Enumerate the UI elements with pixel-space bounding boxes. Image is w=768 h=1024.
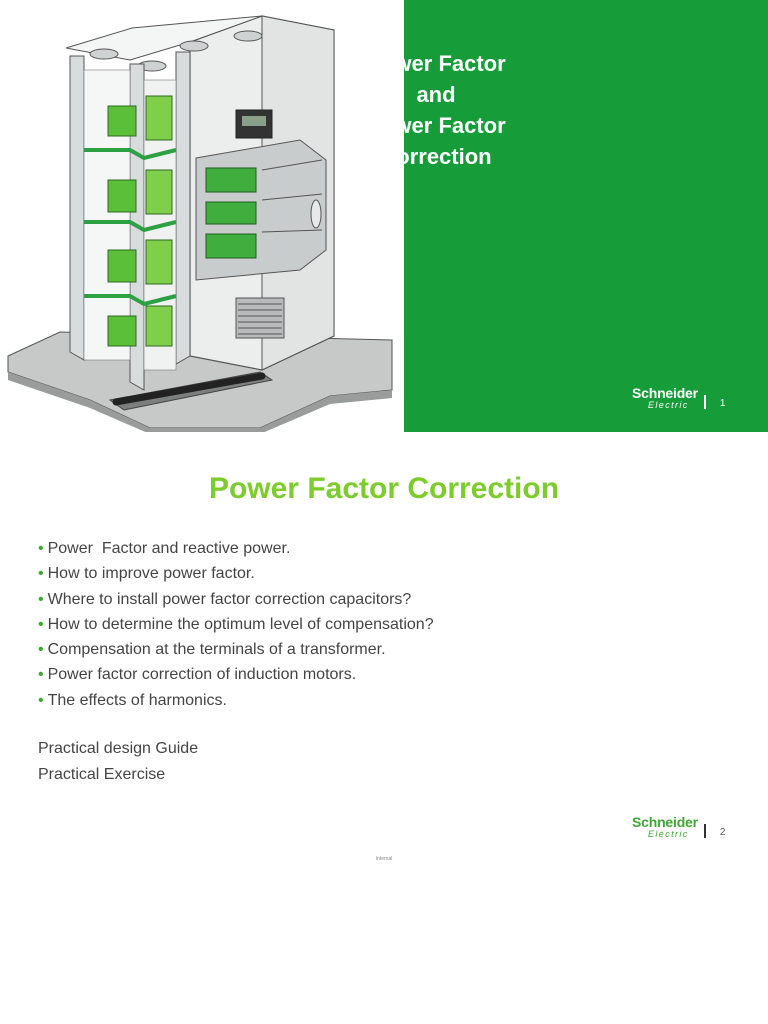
list-item: •The effects of harmonics. bbox=[38, 691, 227, 709]
capacitor-cabinet-illustration bbox=[7, 15, 393, 432]
list-item: •Power Factor and reactive power. bbox=[38, 540, 291, 557]
logo-divider bbox=[703, 824, 706, 838]
list-item: •How to improve power factor. bbox=[38, 565, 255, 583]
extra-line: Practical design Guide bbox=[38, 740, 199, 757]
logo-sub: Electric bbox=[648, 400, 689, 410]
page-number: 2 bbox=[719, 826, 726, 838]
schneider-electric-logo: Schneider Electric 2 bbox=[632, 815, 725, 839]
bullet-icon: • bbox=[38, 666, 44, 684]
title-line: and bbox=[416, 82, 456, 107]
title-line: Correction bbox=[380, 144, 492, 169]
list-item: •Where to install power factor correctio… bbox=[38, 590, 412, 608]
extra-line: Practical Exercise bbox=[38, 765, 166, 783]
bullet-icon: • bbox=[38, 691, 44, 709]
bullet-icon: • bbox=[38, 590, 44, 608]
bullet-icon: • bbox=[38, 641, 44, 659]
slide-1-title: Power Factor and Power Factor Correction bbox=[0, 48, 768, 172]
list-item: •How to determine the optimum level of c… bbox=[38, 615, 434, 633]
list-item: •Compensation at the terminals of a tran… bbox=[38, 641, 386, 659]
list-item: •Power factor correction of induction mo… bbox=[38, 666, 357, 684]
page-number: 1 bbox=[719, 397, 726, 409]
logo-name: Schneider bbox=[632, 814, 698, 830]
topic-list: •Power Factor and reactive power. •How t… bbox=[38, 536, 434, 713]
schneider-electric-logo: Schneider Electric 1 bbox=[632, 386, 725, 410]
footer-note: Internal bbox=[375, 856, 393, 862]
extra-topics: Practical design Guide Practical Exercis… bbox=[38, 736, 198, 787]
slide-1: Power Factor and Power Factor Correction… bbox=[0, 0, 768, 432]
bullet-icon: • bbox=[38, 565, 44, 583]
bullet-icon: • bbox=[38, 540, 44, 557]
slide-2: Power Factor Correction •Power Factor an… bbox=[0, 432, 768, 1024]
logo-sub: Electric bbox=[648, 829, 689, 839]
bullet-icon: • bbox=[38, 615, 44, 633]
slide-2-title: Power Factor Correction bbox=[208, 472, 560, 505]
logo-name: Schneider bbox=[632, 385, 698, 401]
title-panel bbox=[404, 0, 768, 432]
logo-divider bbox=[703, 395, 706, 409]
title-line: Power Factor bbox=[366, 113, 506, 138]
title-line: Power Factor bbox=[366, 51, 506, 76]
